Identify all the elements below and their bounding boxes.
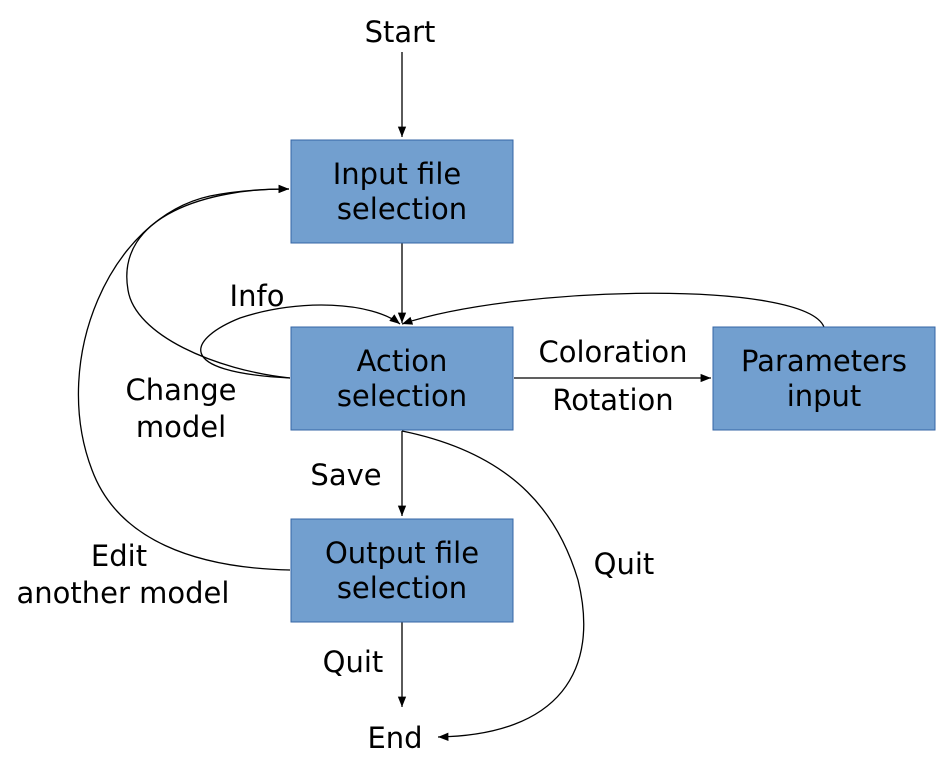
edge-edit-another-model — [77, 184, 291, 571]
label-quit-bottom: Quit — [323, 645, 384, 679]
node-action-line2: selection — [337, 379, 467, 413]
node-input-file-line2: selection — [337, 192, 467, 226]
terminal-start: Start — [365, 15, 436, 49]
node-parameters-line2: input — [787, 379, 862, 413]
label-quit-right: Quit — [594, 547, 655, 581]
edge-info-loop — [200, 304, 401, 379]
terminal-end: End — [367, 721, 422, 755]
node-output-file-line1: Output file — [325, 536, 479, 570]
label-rotation: Rotation — [552, 383, 673, 417]
node-action-selection: Action selection — [290, 326, 514, 431]
label-save: Save — [310, 458, 381, 492]
edge-change-model — [126, 184, 291, 379]
node-input-file-selection: Input file selection — [290, 139, 514, 244]
node-parameters-line1: Parameters — [741, 344, 907, 378]
label-info: Info — [230, 279, 285, 313]
edge-parameters-to-action — [401, 292, 825, 328]
node-input-file-line1: Input file — [333, 157, 461, 191]
node-output-file-selection: Output file selection — [290, 518, 514, 623]
label-coloration: Coloration — [538, 335, 687, 369]
label-edit-another-line2: another model — [17, 576, 230, 610]
label-change-model-line1: Change — [125, 373, 236, 407]
node-action-line1: Action — [357, 344, 448, 378]
node-output-file-line2: selection — [337, 571, 467, 605]
label-change-model-line2: model — [136, 410, 226, 444]
node-parameters-input: Parameters input — [712, 326, 936, 431]
edge-action-quit-to-end — [401, 430, 585, 741]
label-edit-another-line1: Edit — [91, 539, 147, 573]
